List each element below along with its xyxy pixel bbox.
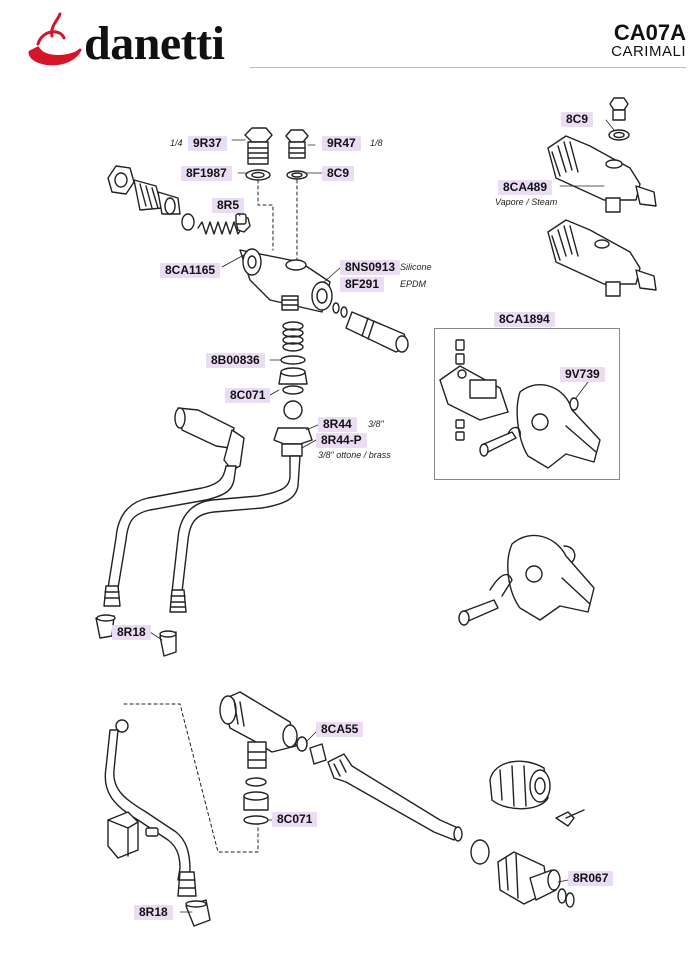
part-tag-8r44[interactable]: 8R44 xyxy=(318,417,357,432)
nut-left xyxy=(107,165,181,215)
valve-body-bottom xyxy=(219,691,298,769)
spring-8b00836 xyxy=(282,321,304,352)
knob-8r067 xyxy=(497,851,561,905)
part-tag-9r37[interactable]: 9R37 xyxy=(188,136,227,151)
washer-left xyxy=(181,213,195,231)
valve-body xyxy=(239,248,333,313)
valve-stem xyxy=(345,311,409,353)
steam-pipe-right xyxy=(169,427,313,613)
part-tag-8b00836[interactable]: 8B00836 xyxy=(206,353,265,368)
part-tag-9v739[interactable]: 9V739 xyxy=(560,367,605,382)
steam-valve-8ca489 xyxy=(547,135,657,213)
plug-9r47 xyxy=(285,129,309,159)
ball-8r44 xyxy=(283,400,303,420)
part-tag-8ns0913[interactable]: 8NS0913 xyxy=(340,260,401,275)
tip-8r18-left xyxy=(95,614,116,639)
model-code: CA07A xyxy=(613,20,686,45)
brand-logo-icon xyxy=(28,12,82,66)
plug-9r37 xyxy=(244,127,273,165)
part-tag-8r18-bottom[interactable]: 8R18 xyxy=(134,905,173,920)
part-tag-8r18[interactable]: 8R18 xyxy=(112,625,151,640)
leader-lines xyxy=(149,119,615,913)
washer-8r067 xyxy=(557,888,567,904)
knob-housing xyxy=(489,760,551,810)
part-tag-8c071[interactable]: 8C071 xyxy=(225,388,271,403)
part-tag-8r44-p[interactable]: 8R44-P xyxy=(316,433,367,448)
lever-assembly-loose xyxy=(458,534,595,626)
note-three-eighths: 3/8" xyxy=(368,419,384,429)
note-quarter-inch: 1/4 xyxy=(170,138,183,148)
lever-group-frame xyxy=(434,328,620,480)
steam-pipe-bottom xyxy=(104,719,197,897)
spring-8r5 xyxy=(197,221,243,235)
part-tag-8f1987[interactable]: 8F1987 xyxy=(181,166,232,181)
steam-valve-lower xyxy=(547,219,657,297)
oring-8r067-a xyxy=(470,839,490,865)
part-tag-8ca1165[interactable]: 8CA1165 xyxy=(160,263,221,278)
tip-8r18-right xyxy=(159,630,177,657)
washer-8b00836 xyxy=(280,355,306,365)
part-tag-8ca55[interactable]: 8CA55 xyxy=(316,722,364,737)
part-tag-8r5[interactable]: 8R5 xyxy=(212,198,245,213)
part-tag-8c9[interactable]: 8C9 xyxy=(322,166,355,181)
oring-8ca55 xyxy=(296,736,327,765)
pin-8r5 xyxy=(235,213,247,225)
screw-knob xyxy=(555,809,585,827)
lever-assembly-8ca1894 xyxy=(439,339,601,469)
note-vapore-steam: Vapore / Steam xyxy=(495,197,558,207)
manufacturer-name: CARIMALI xyxy=(611,43,686,60)
part-tag-8c071-bottom[interactable]: 8C071 xyxy=(272,812,318,827)
dashed-guide-bottom xyxy=(123,703,259,853)
washer-8c071 xyxy=(282,385,304,395)
oring-8ns0913 xyxy=(332,302,340,314)
part-tag-8c9-right[interactable]: 8C9 xyxy=(561,112,594,127)
note-epdm: EPDM xyxy=(400,279,427,289)
part-tag-8ca489[interactable]: 8CA489 xyxy=(498,180,553,195)
note-silicone: Silicone xyxy=(400,262,432,272)
oring-8f291 xyxy=(340,306,348,318)
part-tag-8ca1894[interactable]: 8CA1894 xyxy=(494,312,555,327)
part-tag-8f291[interactable]: 8F291 xyxy=(340,277,385,292)
spindle-8ca55 xyxy=(327,753,463,842)
header-divider xyxy=(250,67,686,68)
fitting-8c9-right xyxy=(609,97,629,121)
steam-pipe-left xyxy=(103,407,245,607)
nut-8c071 xyxy=(278,367,308,385)
brand-name: danetti xyxy=(84,17,225,70)
part-tag-8r067[interactable]: 8R067 xyxy=(568,871,614,886)
tip-8r18-bottom xyxy=(185,899,211,927)
nut-8c071-bottom xyxy=(243,777,269,825)
nut-block xyxy=(107,811,159,859)
part-tag-9r47[interactable]: 9R47 xyxy=(322,136,361,151)
note-eighth-inch: 1/8 xyxy=(370,138,383,148)
note-brass: 3/8" ottone / brass xyxy=(318,450,391,460)
